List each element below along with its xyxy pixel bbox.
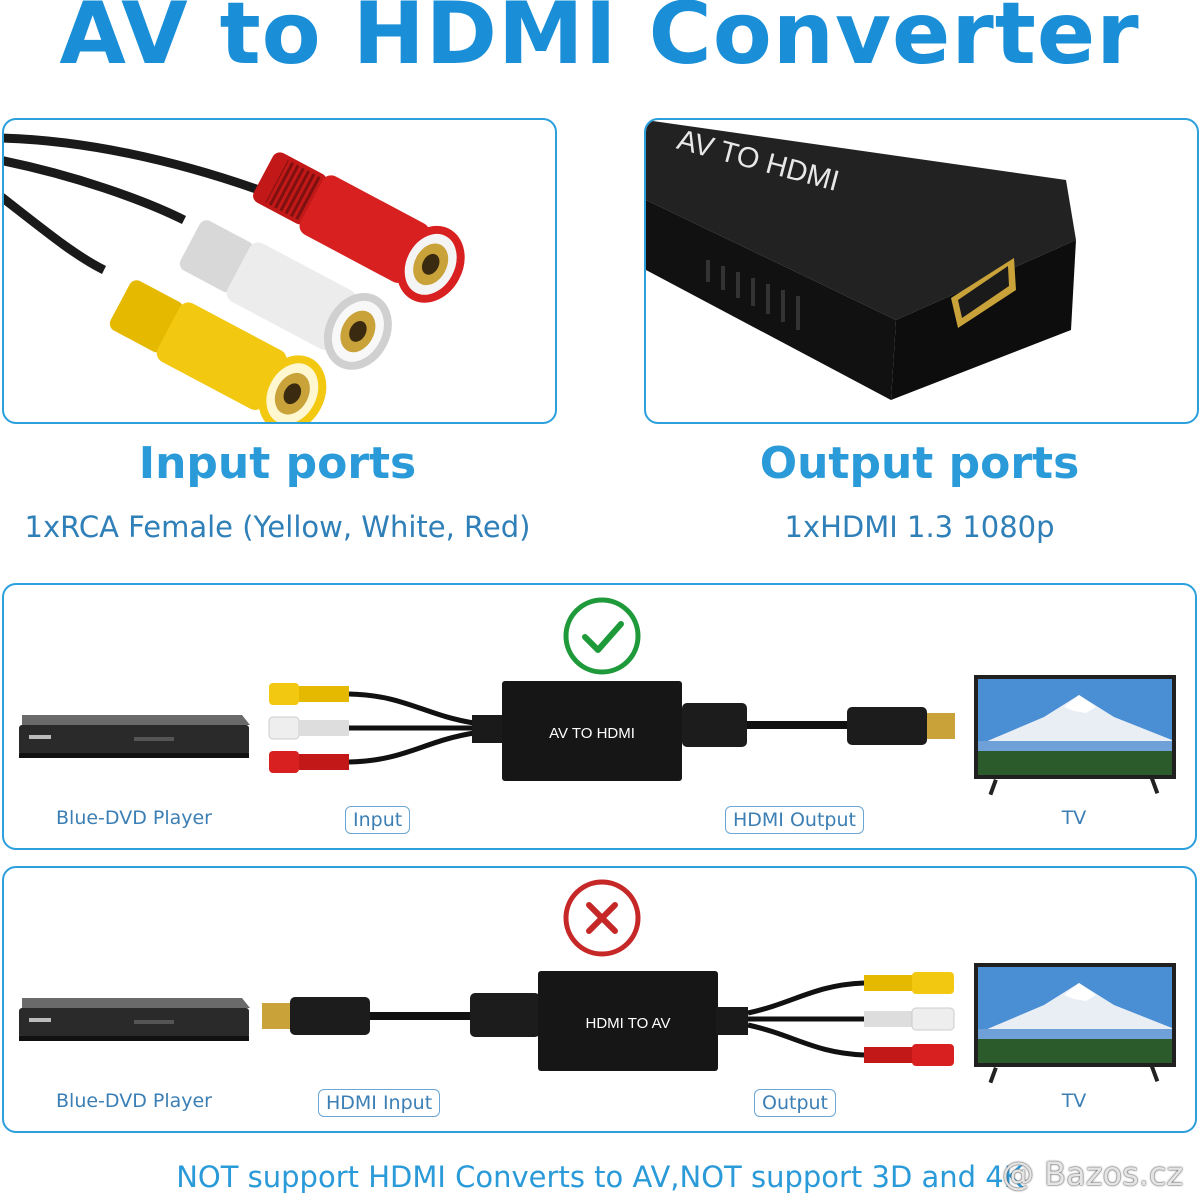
dvd-player-image xyxy=(19,715,250,758)
converter-box-illustration xyxy=(646,120,1076,400)
rca-plugs-yellow-white-red xyxy=(268,683,504,773)
tv-image xyxy=(974,963,1176,1084)
device-left-label: Blue-DVD Player xyxy=(56,1090,212,1112)
yellow-rca-plug xyxy=(109,280,327,422)
x-circle-icon xyxy=(563,879,641,957)
rca-plugs-yellow-white-red xyxy=(716,972,955,1066)
watermark: @ Bazos.cz xyxy=(1002,1155,1184,1193)
output-ports-detail: 1xHDMI 1.3 1080p xyxy=(784,510,1055,544)
hdmi-to-av-connection-diagram xyxy=(19,963,1176,1084)
input-ports-image-panel xyxy=(2,118,557,424)
hdmi-cable xyxy=(262,993,540,1037)
tv-image xyxy=(974,675,1176,796)
device-left-label: Blue-DVD Player xyxy=(56,807,212,829)
hdmi-port xyxy=(951,258,1016,328)
white-rca-plug xyxy=(179,220,392,370)
red-rca-plug xyxy=(253,152,465,303)
dvd-player-image xyxy=(19,998,250,1041)
unsupported-connection-panel: HDMI TO AV Blue-DVD Player HDMI Input Ou… xyxy=(2,866,1197,1133)
hdmi-cable xyxy=(682,703,955,747)
input-ports-detail: 1xRCA Female (Yellow, White, Red) xyxy=(24,510,531,544)
converter-box xyxy=(538,971,718,1071)
output-tag: Output xyxy=(754,1089,836,1117)
input-tag: Input xyxy=(345,806,411,834)
rca-cables-illustration xyxy=(4,133,465,422)
av-to-hdmi-connection-diagram xyxy=(19,675,1176,796)
footer-note: NOT support HDMI Converts to AV,NOT supp… xyxy=(176,1160,1023,1194)
output-ports-image-panel: AV TO HDMI xyxy=(644,118,1199,424)
converter-box xyxy=(502,681,682,781)
input-ports-heading: Input ports xyxy=(138,438,417,489)
output-ports-heading: Output ports xyxy=(759,438,1080,489)
converter-label: AV TO HDMI xyxy=(549,725,635,742)
device-right-label: TV xyxy=(1061,1090,1087,1112)
hdmi-output-tag: HDMI Output xyxy=(725,806,864,834)
check-circle-icon xyxy=(563,597,641,675)
hdmi-input-tag: HDMI Input xyxy=(318,1089,441,1117)
supported-connection-panel: AV TO HDMI Blue-DVD Player Input HDMI Ou… xyxy=(2,583,1197,850)
page-title: AV to HDMI Converter xyxy=(59,0,1140,84)
device-right-label: TV xyxy=(1061,807,1087,829)
converter-label: HDMI TO AV xyxy=(585,1015,671,1032)
